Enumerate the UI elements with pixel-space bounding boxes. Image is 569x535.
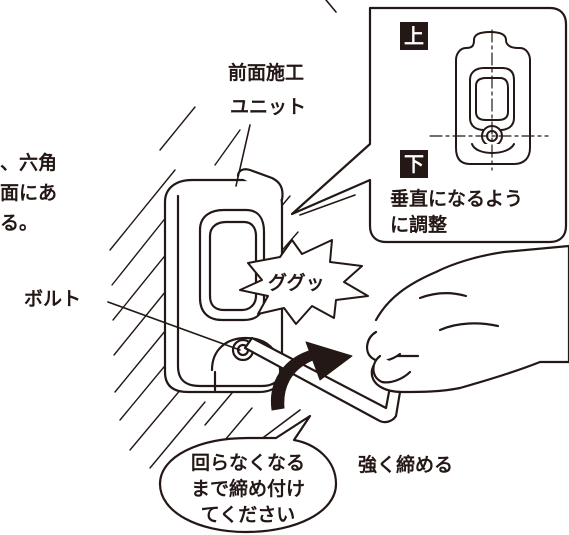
sound-starburst [239,239,369,325]
bubble-text-line2: まで締め付け [190,478,305,500]
instruction-fragment-2: 面にあ [0,182,58,204]
tighten-label: 強く締める [358,454,454,476]
unit-label-line1: 前面施工 [228,62,305,84]
instruction-fragment-1: 、六角 [0,152,58,174]
bottom-marker: 下 [400,150,428,178]
bubble-text-line3: てください [200,504,296,526]
sound-effect-text: ググッ [268,272,325,294]
instruction-fragment-3: る。 [0,212,39,234]
inset-caption-line2: に調整 [390,214,448,236]
speech-bubble-shape [158,414,338,534]
inset-unit-outline [455,31,531,165]
unit-label-line2: ユニット [230,96,307,118]
top-marker: 上 [400,22,428,50]
inset-caption-line1: 垂直になるよう [390,188,524,210]
rotation-arrow [270,341,353,411]
bubble-text-line1: 回らなくなる [190,452,305,474]
inset-centerlines [429,29,549,171]
bolt-label: ボルト [24,288,82,310]
hand [366,244,569,394]
leader-lines [107,0,356,456]
